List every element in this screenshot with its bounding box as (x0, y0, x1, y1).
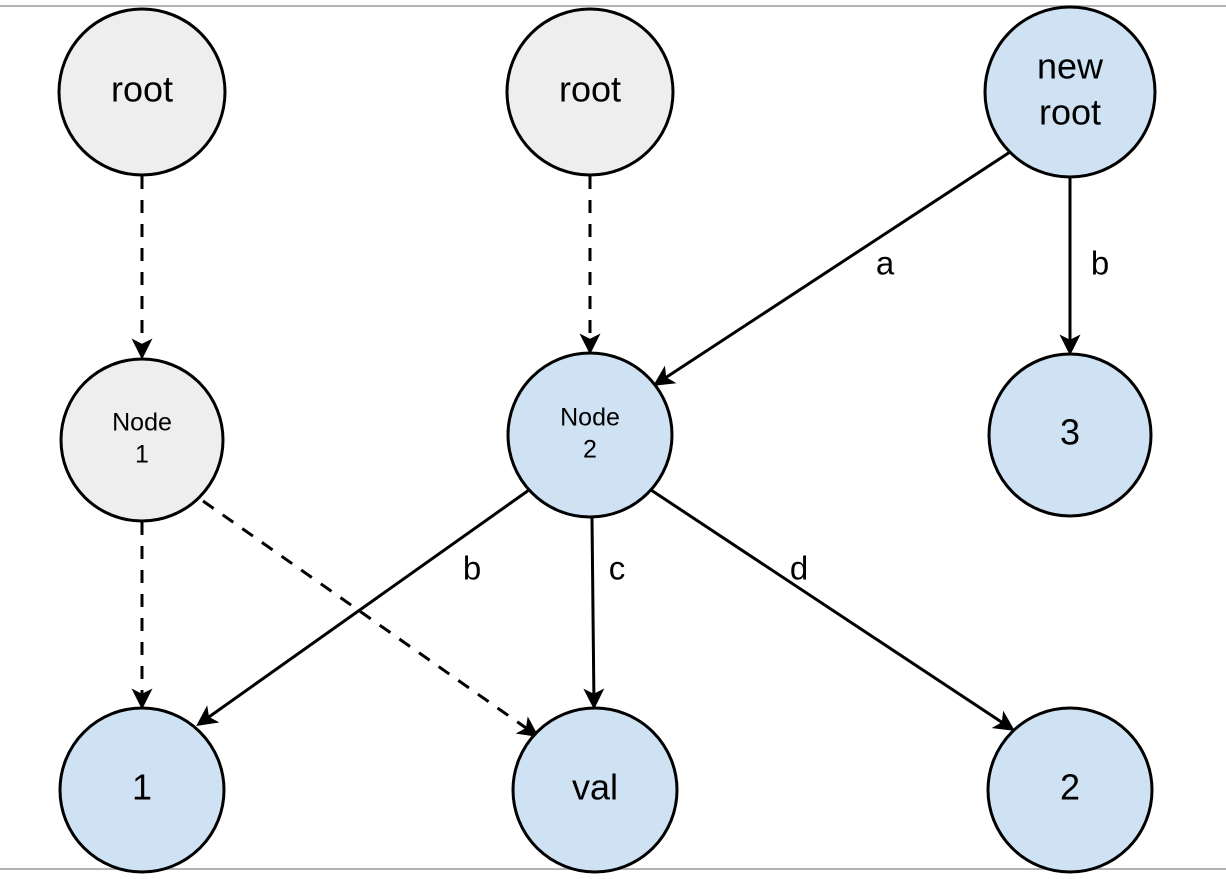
node-circle-root-left[interactable] (57, 7, 227, 177)
edges-layer (131, 150, 1081, 738)
node-leaf-val[interactable]: val (511, 706, 679, 874)
edge-label-e-node2-leaf1: b (463, 550, 481, 587)
edge-node-2-to-leaf-2 (650, 488, 1015, 731)
edge-label-e-newroot-node2: a (876, 245, 895, 282)
node-label-leaf-1: 1 (132, 767, 152, 808)
node-circle-node-2[interactable] (506, 351, 674, 519)
edge-labels-layer: a b b c d (463, 245, 1109, 587)
node-leaf-1[interactable]: 1 (58, 706, 226, 874)
edge-label-e-node2-leaf2: d (790, 550, 808, 587)
edge-node-1-to-leaf-val (202, 499, 539, 738)
node-circle-leaf-val[interactable] (511, 706, 679, 874)
node-root-left[interactable]: root (57, 7, 227, 177)
node-circle-leaf-3[interactable] (987, 352, 1153, 518)
node-label-leaf-val: val (572, 767, 618, 808)
node-label-leaf-3: 3 (1060, 412, 1080, 453)
node-label-node-2-line1: Node (560, 404, 620, 432)
node-label-leaf-2: 2 (1060, 767, 1080, 808)
node-label-node-2-line2: 2 (583, 436, 597, 464)
node-new-root[interactable]: new root (983, 5, 1157, 179)
node-label-root-mid: root (559, 69, 621, 110)
edge-new-root-to-node-2 (653, 150, 1011, 386)
node-circle-new-root[interactable] (983, 5, 1157, 179)
node-circle-leaf-2[interactable] (986, 706, 1154, 874)
node-node-1[interactable]: Node 1 (59, 357, 225, 523)
node-root-mid[interactable]: root (505, 7, 675, 177)
node-label-root-left: root (111, 69, 173, 110)
node-node-2[interactable]: Node 2 (506, 351, 674, 519)
node-circle-node-1[interactable] (59, 357, 225, 523)
edge-label-e-newroot-3: b (1091, 245, 1109, 282)
node-circle-leaf-1[interactable] (58, 706, 226, 874)
node-label-node-1-line2: 1 (135, 441, 149, 469)
edge-label-e-node2-val: c (609, 550, 626, 587)
node-leaf-2[interactable]: 2 (986, 706, 1154, 874)
node-label-node-1-line1: Node (112, 409, 172, 437)
edge-node-2-to-leaf-val (583, 517, 605, 710)
node-label-new-root-line2: root (1039, 92, 1101, 133)
node-label-new-root-line1: new (1037, 45, 1104, 86)
node-circle-root-mid[interactable] (505, 7, 675, 177)
edge-node-2-to-leaf-1 (196, 488, 530, 727)
node-leaf-3[interactable]: 3 (987, 352, 1153, 518)
